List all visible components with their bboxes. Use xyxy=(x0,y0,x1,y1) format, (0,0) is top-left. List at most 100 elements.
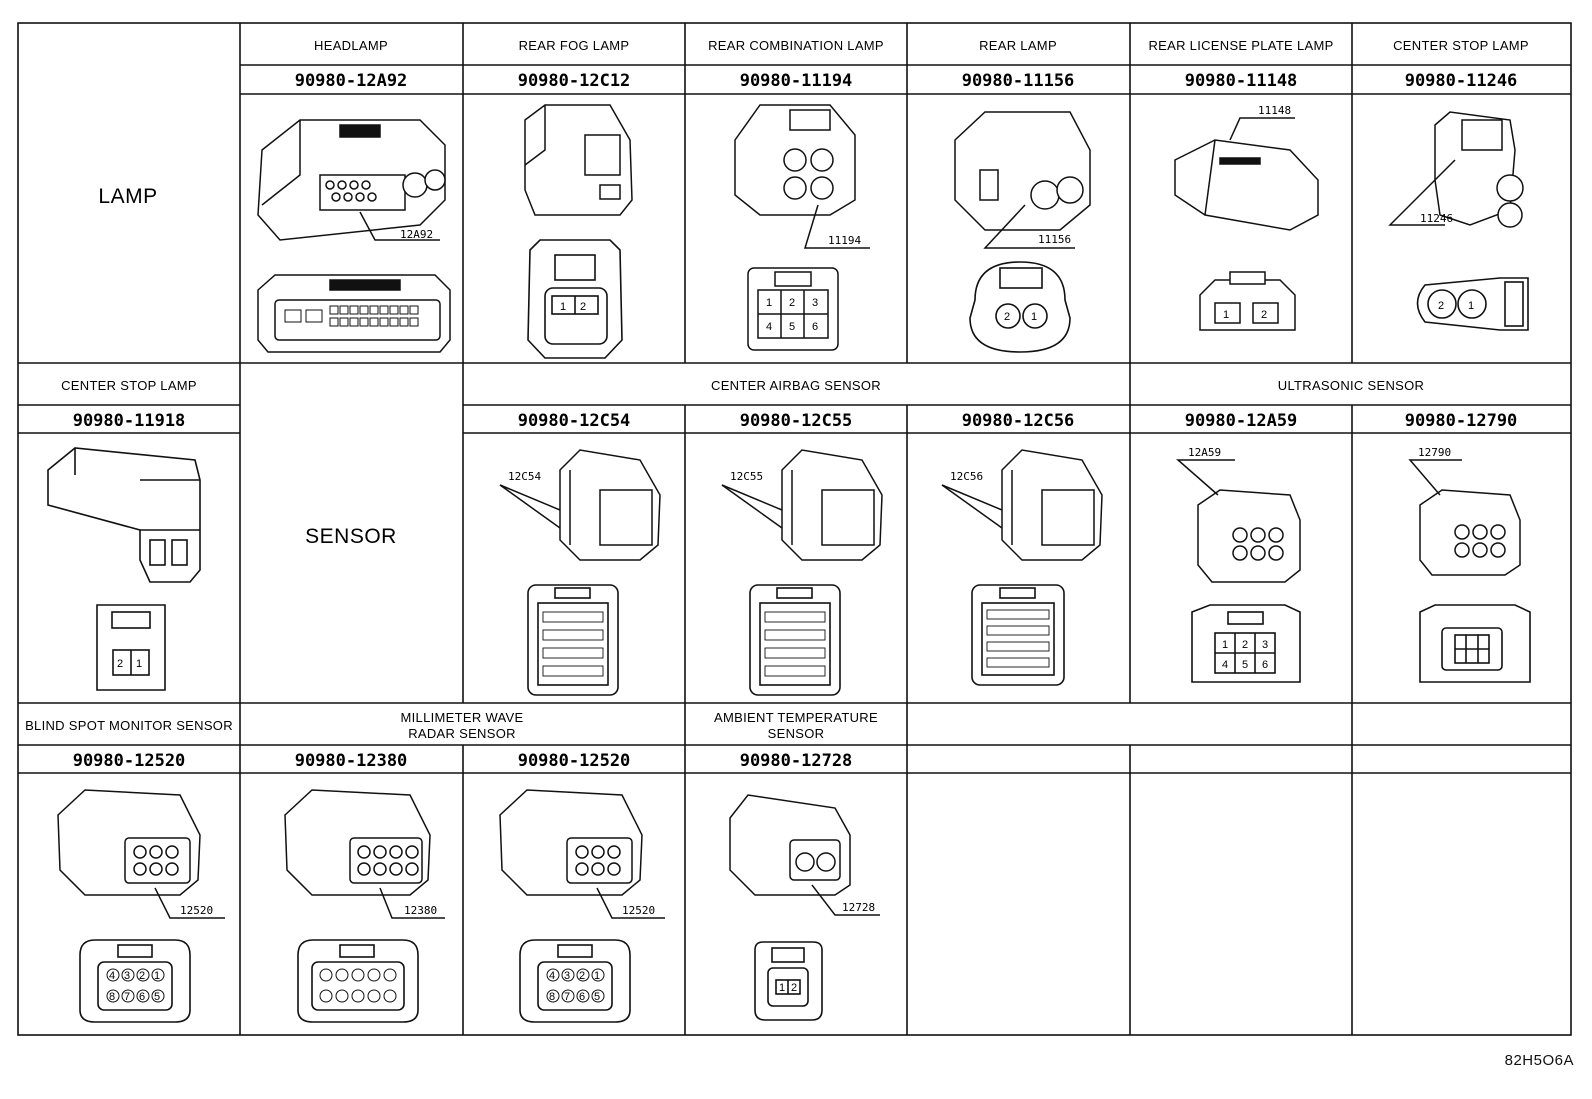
ambient-temperature-12728-face-drawing xyxy=(754,941,823,1021)
part-number: 90980-12520 xyxy=(518,751,631,771)
part-tag: 11194 xyxy=(828,234,861,247)
part-number: 90980-12520 xyxy=(73,751,186,771)
pin-label: 7 xyxy=(564,991,570,1003)
part-number: 90980-11918 xyxy=(73,411,186,431)
rear-lamp-connector-drawing xyxy=(954,111,1091,249)
part-number: 90980-11148 xyxy=(1185,71,1298,91)
pin-label: 1 xyxy=(1222,639,1228,651)
part-tag: 12A59 xyxy=(1188,446,1221,459)
pin-label: 4 xyxy=(109,970,115,982)
pin-label: 1 xyxy=(1031,311,1037,323)
header-label: REAR FOG LAMP xyxy=(519,38,630,53)
pin-label: 4 xyxy=(549,970,555,982)
pin-label: 1 xyxy=(154,970,160,982)
ambient-temperature-12728-drawing xyxy=(729,794,880,916)
figure-code: 82H5O6A xyxy=(1504,1052,1574,1069)
pin-label: 2 xyxy=(1242,639,1248,651)
part-tag: 12A92 xyxy=(400,228,433,241)
header-label: BLIND SPOT MONITOR SENSOR xyxy=(25,718,233,733)
pin-label: 6 xyxy=(812,321,818,333)
airbag-12c55-drawing xyxy=(721,449,883,561)
headlamp-connector-drawing xyxy=(257,119,446,241)
table-grid xyxy=(17,22,1572,1036)
headlamp-face-drawing xyxy=(257,274,451,353)
airbag-12c54-face-drawing xyxy=(527,584,619,696)
millimeter-wave-12520-drawing xyxy=(499,789,665,919)
pin-label: 2 xyxy=(1004,311,1010,323)
header-label: CENTER STOP LAMP xyxy=(61,378,197,393)
part-tag: 12C56 xyxy=(950,470,983,483)
rear-fog-lamp-face-drawing xyxy=(527,239,623,359)
blind-spot-12520-face-drawing xyxy=(79,939,191,1023)
pin-label: 1 xyxy=(594,970,600,982)
pin-label: 1 xyxy=(136,658,142,670)
header-label: SENSOR xyxy=(768,726,825,741)
ultrasonic-12a59-drawing xyxy=(1176,459,1301,583)
center-stop-lamp-connector-drawing xyxy=(1388,111,1524,228)
part-tag: 12C54 xyxy=(508,470,541,483)
airbag-12c55-face-drawing xyxy=(749,584,841,696)
millimeter-wave-12520-face-drawing xyxy=(519,939,631,1023)
rear-combination-lamp-face-drawing xyxy=(747,267,839,351)
millimeter-wave-12380-drawing xyxy=(284,789,445,919)
pin-label: 5 xyxy=(789,321,795,333)
pin-label: 3 xyxy=(124,970,130,982)
part-tag: 12728 xyxy=(842,901,875,914)
airbag-12c54-drawing xyxy=(499,449,661,561)
row3-headers: BLIND SPOT MONITOR SENSOR MILLIMETER WAV… xyxy=(25,710,878,771)
pin-label: 1 xyxy=(1223,309,1229,321)
header-label: AMBIENT TEMPERATURE xyxy=(714,710,878,725)
ultrasonic-12790-face-drawing xyxy=(1419,604,1531,683)
part-number: 90980-11156 xyxy=(962,71,1075,91)
part-number: 90980-11194 xyxy=(740,71,853,91)
header-label: HEADLAMP xyxy=(314,38,388,53)
pin-label: 8 xyxy=(109,991,115,1003)
pin-label: 6 xyxy=(579,991,585,1003)
pin-label: 2 xyxy=(791,982,797,994)
header-label: REAR LAMP xyxy=(979,38,1057,53)
pin-label: 1 xyxy=(766,297,772,309)
part-number: 90980-12C12 xyxy=(518,71,631,91)
header-label: MILLIMETER WAVE xyxy=(401,710,524,725)
part-number: 90980-12380 xyxy=(295,751,408,771)
part-number: 90980-12790 xyxy=(1405,411,1518,431)
airbag-12c56-face-drawing xyxy=(971,584,1065,686)
center-stop-lamp-11918-face-drawing xyxy=(96,604,166,691)
section-lamp: LAMP xyxy=(98,185,157,208)
part-tag: 12520 xyxy=(180,904,213,917)
pin-label: 2 xyxy=(789,297,795,309)
pin-label: 6 xyxy=(139,991,145,1003)
pin-label: 6 xyxy=(1262,659,1268,671)
pin-label: 2 xyxy=(1438,300,1444,312)
rear-combination-lamp-connector-drawing xyxy=(734,104,870,249)
row1-headers: HEADLAMP REAR FOG LAMP REAR COMBINATION … xyxy=(295,38,1529,91)
group-label: ULTRASONIC SENSOR xyxy=(1278,378,1424,393)
pin-label: 3 xyxy=(1262,639,1268,651)
row2-headers: CENTER STOP LAMP 90980-11918 CENTER AIRB… xyxy=(61,378,1517,431)
rear-license-plate-lamp-connector-drawing xyxy=(1174,117,1319,231)
header-label: REAR LICENSE PLATE LAMP xyxy=(1148,38,1333,53)
pin-label: 2 xyxy=(139,970,145,982)
header-label: RADAR SENSOR xyxy=(408,726,516,741)
header-label: REAR COMBINATION LAMP xyxy=(708,38,884,53)
blind-spot-12520-drawing xyxy=(57,789,225,919)
rear-license-plate-lamp-face-drawing xyxy=(1199,271,1296,331)
part-tag: 12790 xyxy=(1418,446,1451,459)
pin-label: 5 xyxy=(594,991,600,1003)
pin-label: 1 xyxy=(779,982,785,994)
part-number: 90980-12728 xyxy=(740,751,853,771)
pin-label: 2 xyxy=(580,301,586,313)
part-number: 90980-11246 xyxy=(1405,71,1518,91)
part-number: 90980-12A59 xyxy=(1185,411,1298,431)
pin-label: 7 xyxy=(124,991,130,1003)
ultrasonic-12790-drawing xyxy=(1408,459,1521,576)
pin-label: 3 xyxy=(812,297,818,309)
pin-label: 4 xyxy=(766,321,772,333)
rear-fog-lamp-connector-drawing xyxy=(524,104,633,216)
center-stop-lamp-11918-drawing xyxy=(47,447,201,583)
part-tag: 12C55 xyxy=(730,470,763,483)
part-tag: 11148 xyxy=(1258,104,1291,117)
part-number: 90980-12C56 xyxy=(962,411,1075,431)
pin-label: 1 xyxy=(560,301,566,313)
